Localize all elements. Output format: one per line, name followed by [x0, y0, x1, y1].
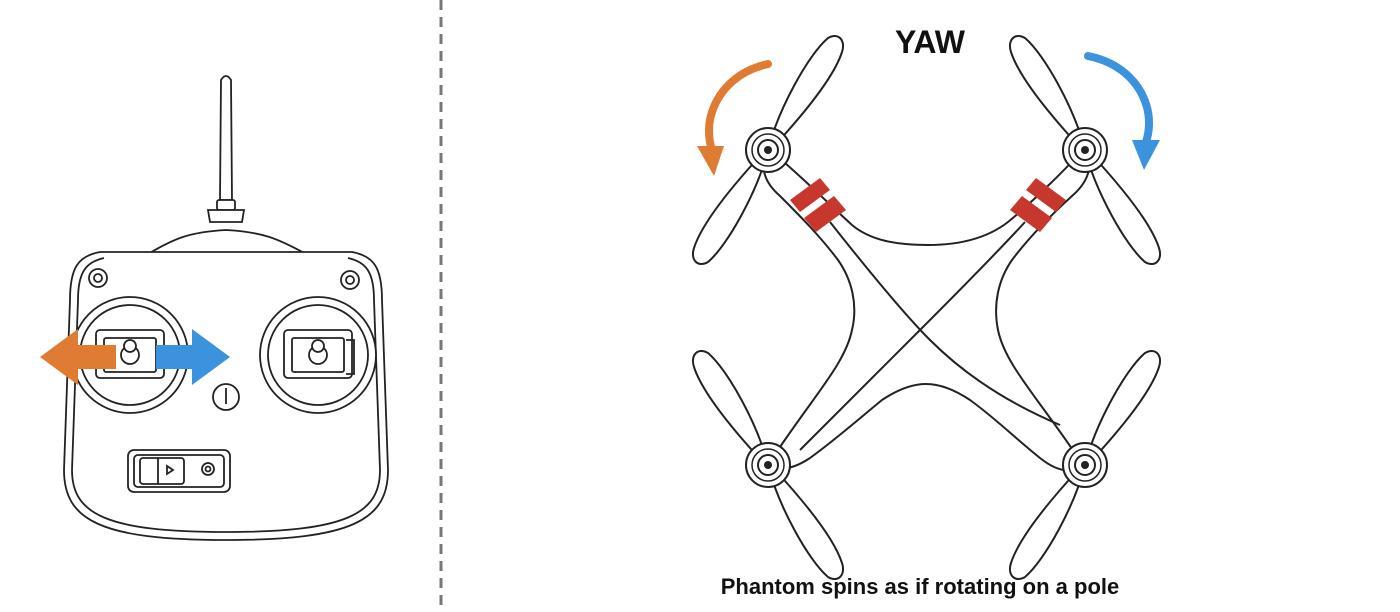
arm-band-left [790, 178, 846, 232]
propeller-icon [691, 349, 845, 581]
arm-band-right [1010, 178, 1066, 232]
propeller-icon [1008, 349, 1162, 581]
quadcopter-icon [691, 34, 1162, 581]
right-stick-icon [259, 296, 377, 414]
right-arrow-icon [156, 329, 230, 385]
antenna-icon [206, 75, 246, 223]
remote-controller-icon [63, 75, 389, 541]
yaw-arrow-counterclockwise [697, 60, 772, 176]
left-stick-icon [71, 296, 189, 414]
diagram-caption: Phantom spins as if rotating on a pole [720, 574, 1120, 599]
left-arrow-icon [40, 329, 116, 385]
yaw-arrow-clockwise [1084, 52, 1160, 170]
diagram-title: YAW [895, 24, 965, 60]
